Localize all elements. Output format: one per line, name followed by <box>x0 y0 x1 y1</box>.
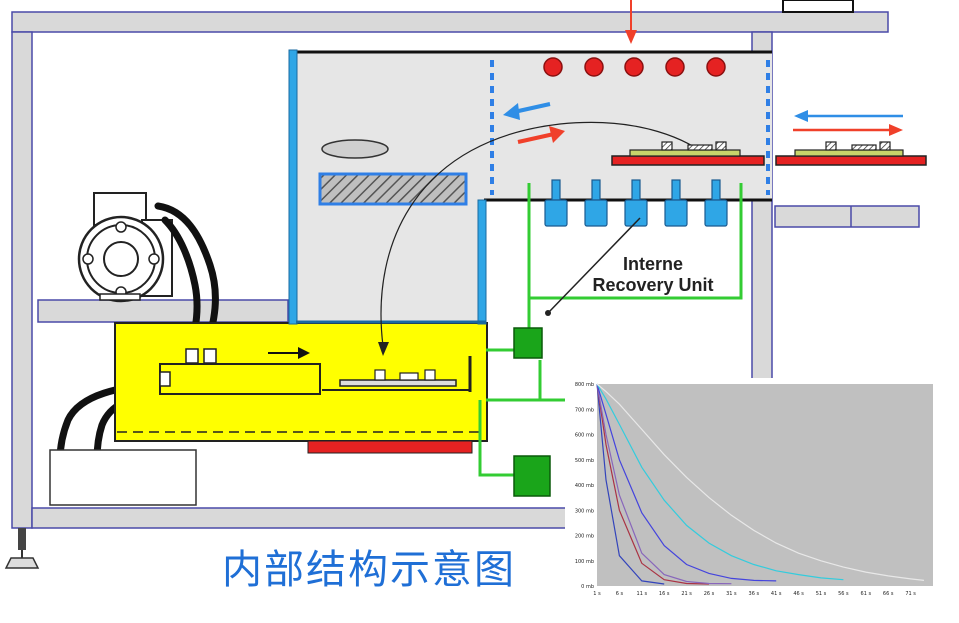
recovery-unit-lines <box>478 183 743 477</box>
unit-label-line1: Interne <box>623 254 683 274</box>
red-heater <box>307 440 473 454</box>
x-tick-label: 6 s <box>616 591 624 597</box>
y-tick-label: 0 mb <box>581 584 594 590</box>
series-line-1 <box>596 383 665 585</box>
x-tick-label: 31 s <box>726 591 737 597</box>
chamber-step-wall <box>477 199 487 325</box>
x-tick-label: 51 s <box>816 591 827 597</box>
frame-top-beam <box>11 11 889 33</box>
inner-carrier <box>159 363 321 395</box>
y-tick-label: 700 mb <box>575 407 594 413</box>
arrow-left-outside-icon <box>794 110 903 122</box>
heater-dots <box>543 57 726 77</box>
motor-shelf <box>37 299 289 323</box>
series-line-4 <box>596 383 777 582</box>
arrow-right-icon <box>268 347 310 359</box>
motor-icon <box>77 192 173 303</box>
arrow-down-icon <box>625 0 637 44</box>
sensor-ellipse <box>321 139 389 159</box>
transfer-path-arc <box>380 121 713 347</box>
arrow-right-outside-icon <box>793 124 903 136</box>
frame-left-post <box>11 31 33 529</box>
outside-tray-rail <box>775 155 927 166</box>
connector-2 <box>203 348 217 364</box>
side-shelf <box>774 205 920 228</box>
y-tick-label: 400 mb <box>575 483 594 489</box>
transfer-path-arrowhead <box>378 342 389 356</box>
x-tick-label: 56 s <box>838 591 849 597</box>
pressure-chart-svg: 0 mb 100 mb 200 mb 300 mb 400 mb 500 mb 600 mb… <box>575 382 933 597</box>
x-tick-label: 16 s <box>659 591 670 597</box>
carrier-end-cap <box>159 371 171 387</box>
series-line-2 <box>596 383 710 585</box>
green-valve-2 <box>513 455 551 497</box>
x-tick-label: 11 s <box>637 591 648 597</box>
x-tick-label: 36 s <box>749 591 760 597</box>
tray-board-lower <box>339 369 457 387</box>
x-tick-label: 46 s <box>793 591 804 597</box>
hatched-plate <box>318 172 468 206</box>
label-leader-line <box>547 217 641 314</box>
x-tick-label: 21 s <box>681 591 692 597</box>
nozzle-row <box>544 179 728 227</box>
tray-board-outside <box>794 141 904 157</box>
x-tick-label: 66 s <box>883 591 894 597</box>
x-tick-label: 41 s <box>771 591 782 597</box>
frame-bottom-beam <box>31 507 573 529</box>
pressure-chart: 0 mb 100 mb 200 mb 300 mb 400 mb 500 mb 600 mb… <box>565 378 935 598</box>
reservoir-box <box>49 449 197 506</box>
arrow-left-blue-icon <box>503 102 551 120</box>
top-mount <box>782 0 854 13</box>
connector-1 <box>185 348 199 364</box>
unit-label-line2: Recovery Unit <box>592 275 713 295</box>
leveling-foot <box>4 528 40 569</box>
diagram-caption: 内部结构示意图 <box>222 547 516 593</box>
y-tick-label: 600 mb <box>575 433 594 439</box>
series-line-3 <box>596 383 732 585</box>
arrow-right-red-icon <box>517 126 565 144</box>
x-tick-label: 1 s <box>593 591 601 597</box>
y-tick-label: 300 mb <box>575 508 594 514</box>
y-tick-label: 200 mb <box>575 534 594 540</box>
x-tick-label: 71 s <box>905 591 916 597</box>
chamber-tray-rail <box>611 155 765 166</box>
green-valve-1 <box>513 327 543 359</box>
label-leader-dot <box>545 310 551 316</box>
chart-plot-area <box>597 384 933 586</box>
x-tick-label: 26 s <box>704 591 715 597</box>
y-tick-label: 800 mb <box>575 382 594 388</box>
series-line-5 <box>596 383 844 581</box>
chamber-left-wall <box>288 49 298 325</box>
series-line-6 <box>596 383 925 581</box>
chamber-body <box>296 52 772 322</box>
y-tick-label: 500 mb <box>575 458 594 464</box>
tray-board-chamber <box>629 141 741 157</box>
x-tick-label: 61 s <box>861 591 872 597</box>
y-tick-label: 100 mb <box>575 559 594 565</box>
